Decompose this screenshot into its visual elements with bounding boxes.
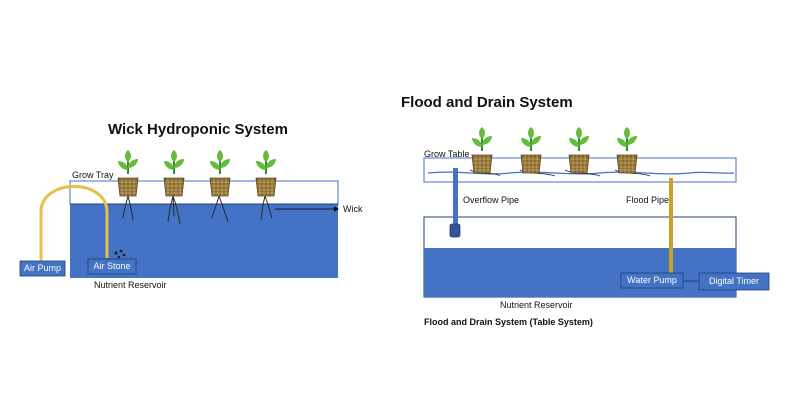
overflow-pipe-label: Overflow Pipe <box>463 195 520 205</box>
air-pump-label: Air Pump <box>23 263 61 273</box>
air-stone-box <box>87 258 137 275</box>
air-tube <box>39 185 109 262</box>
wick-label: Wick <box>343 204 363 214</box>
wick-reservoir-label: Nutrient Reservoir <box>94 280 167 290</box>
flood-title: Flood and Drain System <box>401 94 573 111</box>
wick-plant-2 <box>163 149 185 197</box>
grow-tray-label: Grow Tray <box>72 170 114 180</box>
overflow-pipe-cap <box>449 223 461 238</box>
flood-caption: Flood and Drain System (Table System) <box>424 317 593 327</box>
grow-table-water <box>427 171 735 175</box>
digital-timer-label: Digital Timer <box>708 276 759 286</box>
overflow-pipe <box>453 168 458 224</box>
wick-plant-3 <box>209 149 231 197</box>
air-pump-box <box>19 260 66 277</box>
digital-timer-box <box>698 272 770 291</box>
wick-plant-4 <box>255 149 277 197</box>
flood-plant-1 <box>471 126 493 174</box>
flood-plant-3 <box>568 126 590 174</box>
grow-table-label: Grow Table <box>424 149 470 159</box>
wick-title: Wick Hydroponic System <box>108 121 288 138</box>
air-stone-label: Air Stone <box>93 261 131 271</box>
flood-reservoir-water <box>424 248 736 297</box>
wick-plant-1 <box>117 149 139 197</box>
wick-grow-tray <box>69 180 339 205</box>
flood-pipe <box>669 178 673 273</box>
flood-plant-4 <box>616 126 638 174</box>
wick-roots <box>122 195 273 225</box>
air-bubbles <box>114 249 126 259</box>
flood-reservoir-label: Nutrient Reservoir <box>500 300 573 310</box>
water-pump-label: Water Pump <box>627 275 677 285</box>
flood-pipe-label: Flood Pipe <box>626 195 670 205</box>
flood-plant-2 <box>520 126 542 174</box>
